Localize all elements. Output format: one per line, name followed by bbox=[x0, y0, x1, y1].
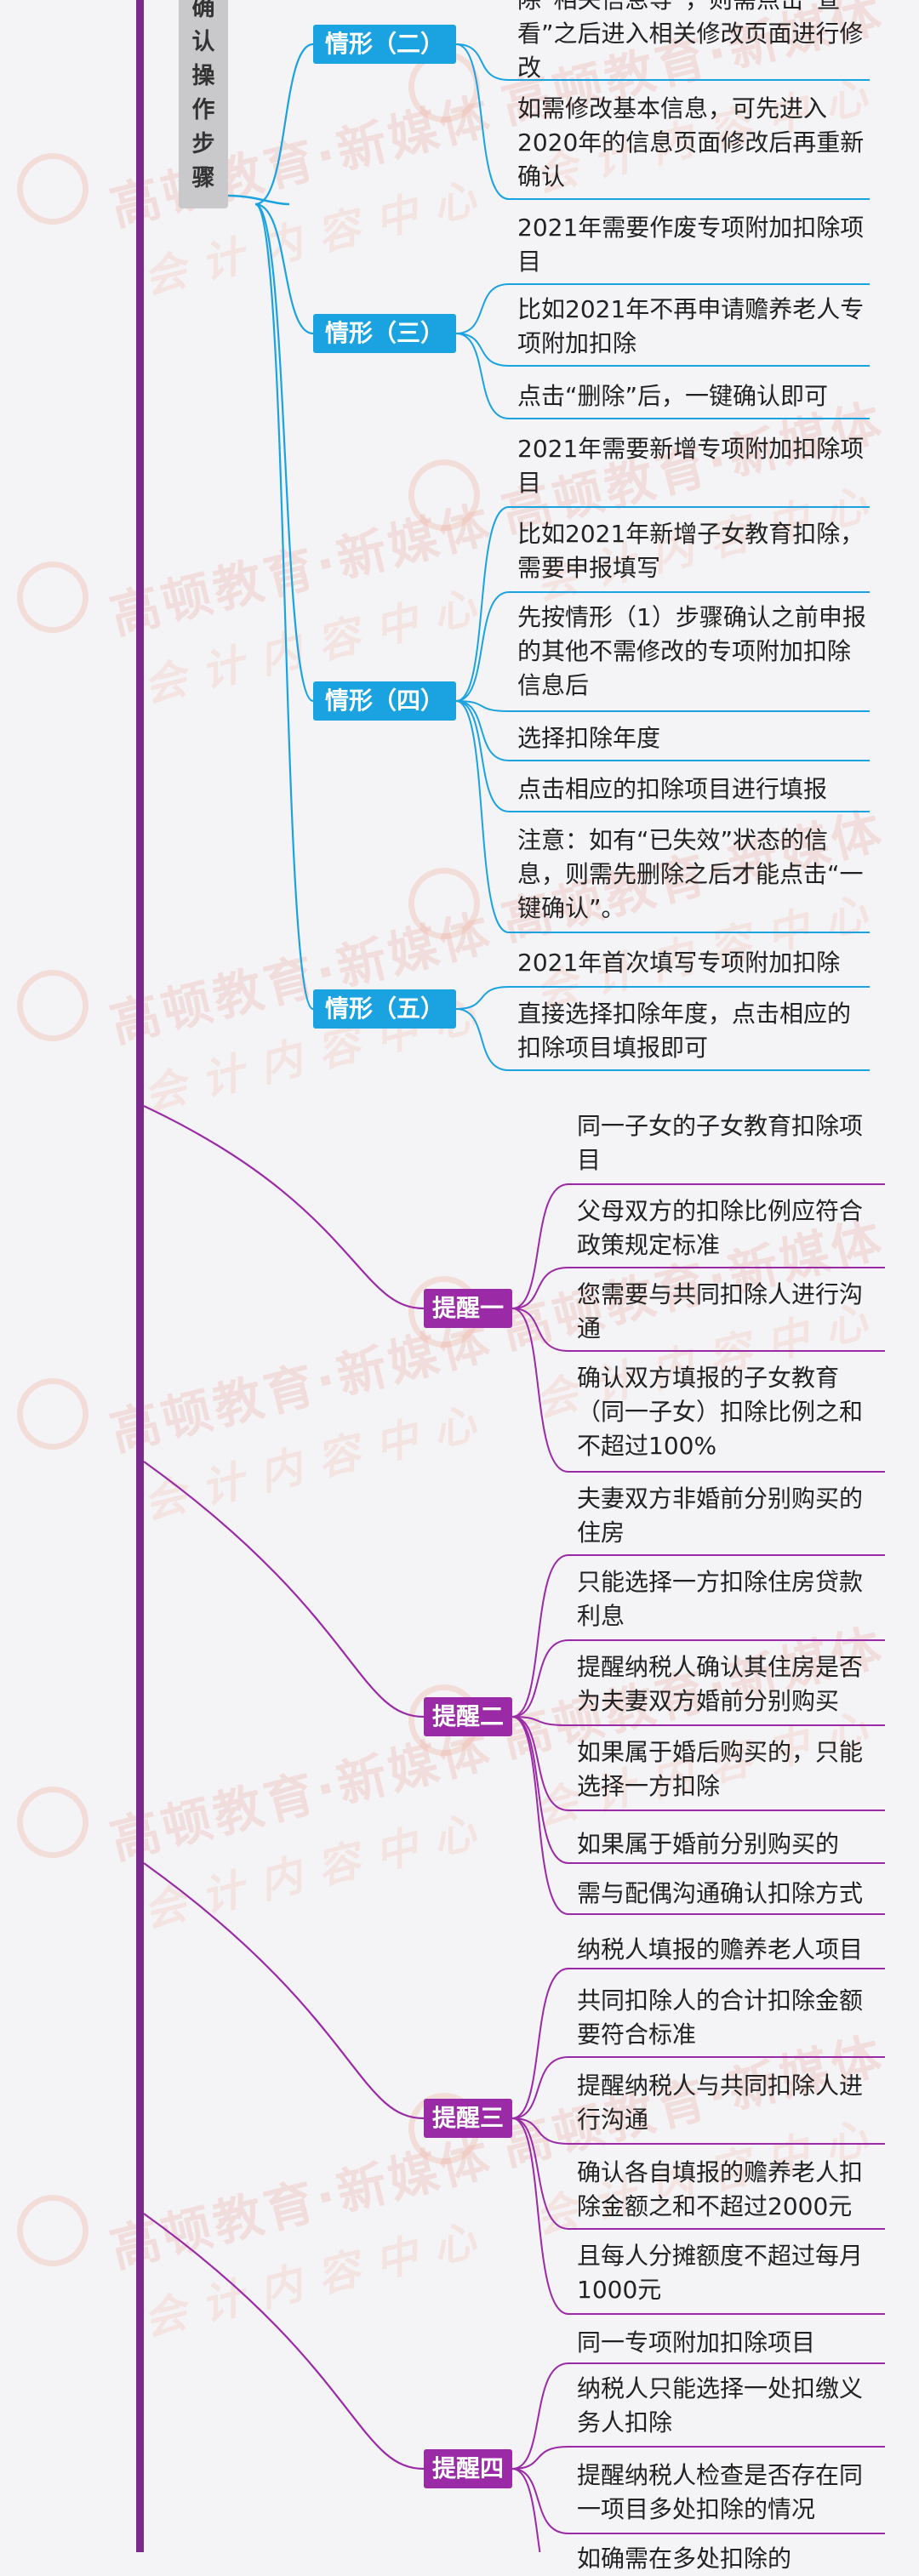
root-label-char: 认 bbox=[191, 29, 215, 55]
leaf-connector bbox=[511, 2362, 569, 2470]
branch-node: 情形（五） bbox=[313, 989, 456, 1029]
branch-node: 提醒四 bbox=[424, 2449, 512, 2488]
root-node-label: 确认操作步骤 bbox=[179, 0, 228, 196]
branch-connector bbox=[254, 202, 314, 1011]
leaf-connector bbox=[511, 1716, 569, 1811]
leaf-node: 共同扣除人的合计扣除金额要符合标准 bbox=[577, 1986, 864, 2049]
branch-connector bbox=[143, 2213, 425, 2471]
leaf-connector bbox=[511, 1716, 569, 1864]
leaf-node: 选择扣除年度 bbox=[517, 724, 661, 752]
leaf-connector bbox=[455, 700, 510, 933]
leaf-node: 注意：如有“已失效”状态的信息，则需先删除之后才能点击“一键确认”。 bbox=[517, 826, 864, 922]
leaf-node: 提醒纳税人与共同扣除人进行沟通 bbox=[577, 2072, 864, 2134]
leaf-node: 且每人分摊额度不超过每月1000元 bbox=[577, 2242, 864, 2304]
branch-node: 情形（二） bbox=[313, 25, 456, 64]
leaf-connector bbox=[455, 700, 510, 761]
main-spine bbox=[136, 0, 144, 2552]
leaf-connector bbox=[455, 506, 510, 702]
branch-connector bbox=[254, 202, 314, 335]
leaf-connector bbox=[511, 1183, 569, 1309]
branch-connector bbox=[143, 1461, 425, 1718]
leaf-node: 同一专项附加扣除项目 bbox=[577, 2328, 816, 2357]
leaf-connector bbox=[511, 1267, 569, 1309]
root-connector bbox=[227, 194, 290, 206]
leaf-connector bbox=[455, 283, 510, 334]
branch-connector bbox=[143, 1105, 425, 1310]
leaf-connector bbox=[455, 700, 510, 812]
leaf-node: 先按情形（1）步骤确认之前申报的其他不需修改的专项附加扣除信息后 bbox=[517, 603, 866, 699]
root-label-char: 确 bbox=[191, 0, 215, 21]
leaf-node: 比如2021年不再申请赡养老人专项附加扣除 bbox=[517, 295, 865, 357]
root-label-char: 步 bbox=[191, 131, 215, 157]
branch-node: 情形（四） bbox=[313, 681, 456, 721]
leaf-node: 确认双方填报的子女教育（同一子女）扣除比例之和不超过100% bbox=[577, 1364, 864, 1460]
leaf-node: 父母双方的扣除比例应符合政策规定标准 bbox=[577, 1197, 864, 1259]
leaf-node: 2021年需要作废专项附加扣除项目 bbox=[517, 214, 865, 276]
branch-node: 情形（三） bbox=[313, 314, 456, 353]
leaf-connector bbox=[511, 1554, 569, 1718]
leaf-connector bbox=[511, 2117, 569, 2145]
leaf-node: 夫妻双方非婚前分别购买的住房 bbox=[577, 1485, 864, 1547]
leaf-connector bbox=[511, 2117, 569, 2230]
leaf-connector bbox=[511, 1968, 569, 2119]
leaf-connector bbox=[511, 2468, 569, 2534]
leaf-node: 如果属于婚后购买的，只能选择一方扣除 bbox=[577, 1738, 864, 1800]
leaf-node: 2021年需要新增专项附加扣除项目 bbox=[517, 435, 865, 497]
leaf-connector bbox=[455, 1008, 510, 1071]
root-label-char: 骤 bbox=[191, 165, 215, 191]
leaf-node: 需与配偶沟通确认扣除方式 bbox=[577, 1879, 864, 1907]
leaf-connector bbox=[511, 2468, 541, 2552]
leaf-connector bbox=[511, 1308, 569, 1352]
root-label-char: 作 bbox=[191, 97, 215, 123]
leaf-connector bbox=[511, 2117, 569, 2315]
branch-connector bbox=[254, 43, 314, 206]
branch-node: 提醒一 bbox=[424, 1289, 512, 1328]
leaf-connector bbox=[511, 2056, 569, 2119]
leaf-connector bbox=[455, 43, 510, 200]
branch-node: 提醒二 bbox=[424, 1697, 512, 1736]
leaf-node: 点击“删除”后，一键确认即可 bbox=[517, 382, 829, 410]
leaf-node: 如确需在多处扣除的 bbox=[577, 2545, 792, 2573]
leaf-node: 您需要与共同扣除人进行沟通 bbox=[577, 1280, 864, 1342]
leaf-node: 提醒纳税人检查是否存在同一项目多处扣除的情况 bbox=[577, 2461, 864, 2523]
leaf-node: 纳税人只能选择一处扣缴义务人扣除 bbox=[577, 2374, 864, 2436]
leaf-connector bbox=[455, 591, 510, 702]
leaf-node: 同一子女的子女教育扣除项目 bbox=[577, 1112, 864, 1174]
leaf-node: 2021年首次填写专项附加扣除 bbox=[517, 949, 841, 977]
leaf-connector bbox=[455, 700, 510, 712]
leaf-connector bbox=[511, 1716, 569, 1726]
leaf-connector bbox=[511, 1639, 569, 1718]
root-label-char: 操 bbox=[191, 63, 215, 89]
leaf-connector bbox=[455, 333, 510, 419]
leaf-connector bbox=[455, 333, 510, 367]
leaf-node: 确认各自填报的赡养老人扣除金额之和不超过2000元 bbox=[577, 2158, 864, 2220]
leaf-node: 如需修改基本信息，可先进入2020年的信息页面修改后再重新确认 bbox=[517, 94, 865, 191]
branch-node: 提醒三 bbox=[424, 2099, 512, 2138]
leaf-connector bbox=[511, 2446, 569, 2470]
leaf-connector bbox=[455, 43, 510, 81]
leaf-connector bbox=[511, 1716, 569, 1915]
leaf-connector bbox=[511, 1308, 569, 1473]
branch-connector bbox=[254, 202, 314, 703]
leaf-node: 提醒纳税人确认其住房是否为夫妻双方婚前分别购买 bbox=[577, 1653, 864, 1715]
leaf-node: 比如2021年新增子女教育扣除，需要申报填写 bbox=[517, 520, 865, 582]
leaf-node: 除“相关信息等”，则需点击“查看”之后进入相关修改页面进行修改 bbox=[517, 0, 864, 82]
leaf-connector bbox=[455, 986, 510, 1010]
root-node-box bbox=[179, 0, 228, 208]
leaf-node: 纳税人填报的赡养老人项目 bbox=[577, 1935, 864, 1963]
leaf-node: 只能选择一方扣除住房贷款利息 bbox=[577, 1568, 864, 1630]
leaf-node: 直接选择扣除年度，点击相应的扣除项目填报即可 bbox=[517, 1000, 852, 1062]
leaf-node: 点击相应的扣除项目进行填报 bbox=[517, 775, 828, 803]
branch-connector bbox=[143, 1862, 425, 2120]
leaf-node: 如果属于婚前分别购买的 bbox=[577, 1830, 840, 1858]
